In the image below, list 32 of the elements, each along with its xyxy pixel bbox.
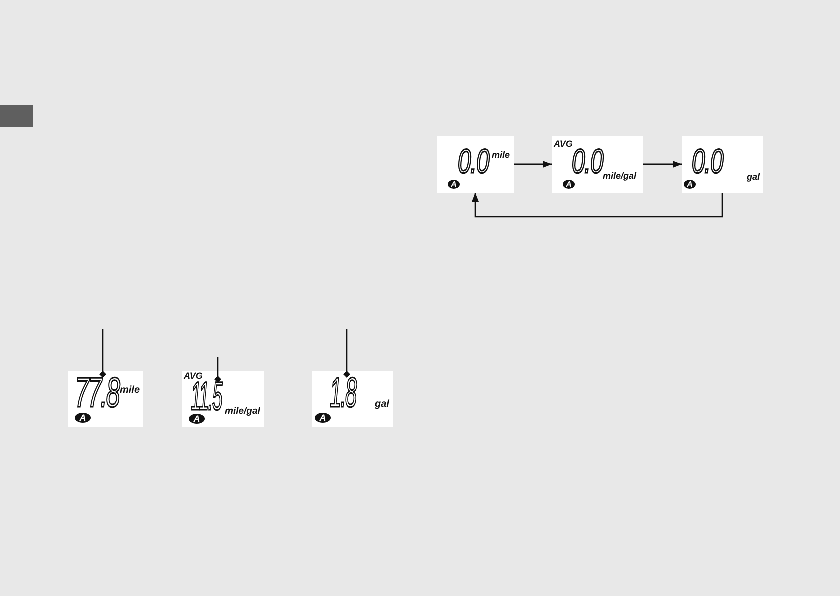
digit-readout: 11.5 [191, 382, 222, 412]
lcd-screen [682, 136, 763, 193]
letter-badge: A [563, 180, 575, 189]
letter-badge: A [684, 180, 696, 189]
digit-readout: 1.8 [330, 377, 356, 409]
leader-line [100, 329, 106, 378]
letter-badge: A [75, 413, 91, 423]
avg-label: AVG [184, 372, 203, 381]
digit-readout: 0.0 [572, 150, 603, 176]
unit-label: mile [492, 151, 510, 160]
letter-badge: A [315, 413, 331, 423]
digit-readout: 0.0 [458, 150, 489, 176]
lcd-screen [552, 136, 643, 193]
unit-label: gal [375, 400, 390, 410]
lcd-screen [312, 371, 393, 427]
letter-badge: A [448, 180, 460, 189]
digit-readout: 0.0 [692, 150, 723, 176]
leader-line [214, 357, 222, 383]
unit-label: mile [120, 386, 140, 396]
digit-readout: 77.8 [75, 377, 120, 409]
letter-badge: A [189, 414, 205, 424]
avg-label: AVG [554, 140, 573, 149]
lcd-screen [182, 371, 264, 427]
unit-label: gal [747, 173, 760, 182]
unit-label: mile/gal [225, 407, 260, 416]
lcd-screen [437, 136, 514, 193]
arrow [643, 161, 682, 168]
arrow [514, 161, 552, 168]
leader-line [344, 329, 350, 378]
lcd-screen [68, 371, 143, 427]
arrow [472, 193, 724, 218]
unit-label: mile/gal [603, 172, 637, 181]
